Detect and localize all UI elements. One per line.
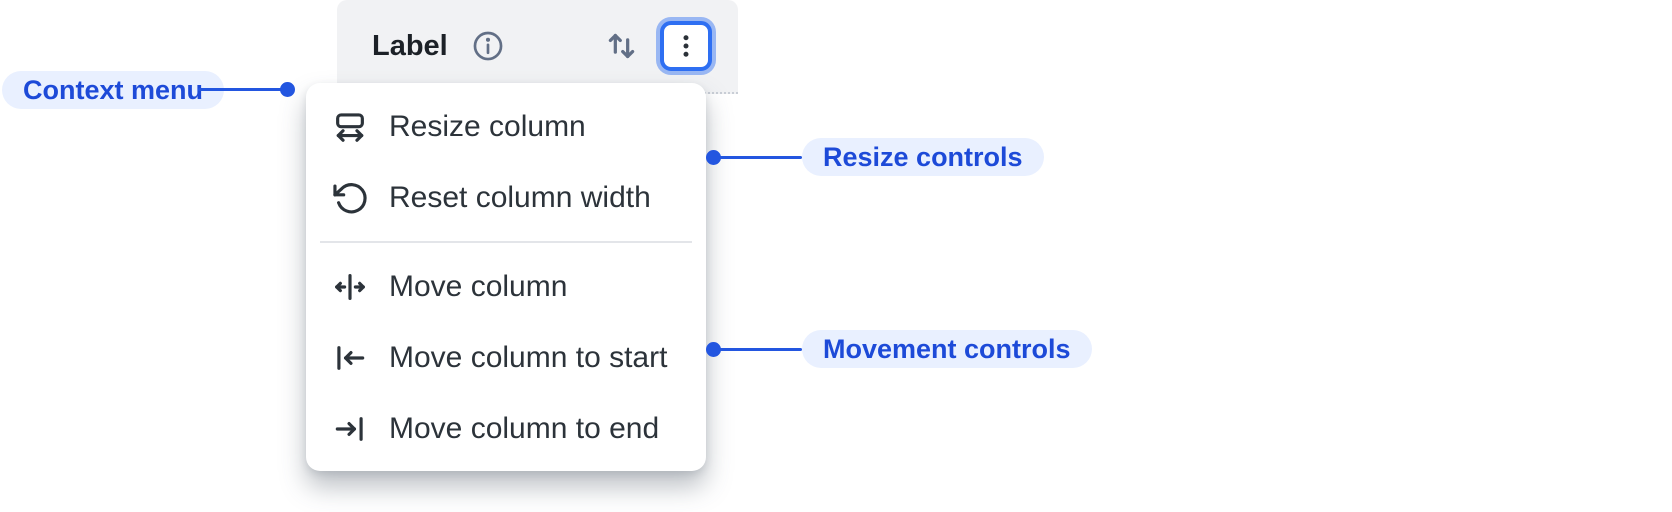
menu-item-label: Move column to start xyxy=(389,340,668,374)
menu-item-label: Move column xyxy=(389,269,568,303)
menu-item-move-column-to-end[interactable]: Move column to end xyxy=(306,393,706,464)
annotation-dot-resize-controls xyxy=(706,150,721,165)
rotate-ccw-icon xyxy=(331,179,369,217)
kebab-menu-icon xyxy=(671,31,701,61)
annotation-line-movement-controls xyxy=(713,348,802,351)
annotation-dot-movement-controls xyxy=(706,342,721,357)
menu-item-move-column-to-start[interactable]: Move column to start xyxy=(306,322,706,393)
column-context-menu: Resize column Reset column width xyxy=(306,83,706,471)
move-to-end-icon xyxy=(331,410,369,448)
annotation-line-resize-controls xyxy=(713,156,802,159)
annotation-line-context-menu xyxy=(198,88,284,91)
sort-arrows-icon[interactable] xyxy=(603,27,640,65)
annotation-label: Movement controls xyxy=(823,333,1071,364)
menu-item-label: Reset column width xyxy=(389,180,651,214)
column-header-label: Label xyxy=(372,29,448,62)
annotation-context-menu: Context menu xyxy=(2,71,225,109)
menu-item-move-column[interactable]: Move column xyxy=(306,251,706,322)
column-more-button[interactable] xyxy=(660,21,712,71)
info-icon[interactable] xyxy=(471,29,505,63)
annotation-label: Resize controls xyxy=(823,141,1023,172)
menu-item-resize-column[interactable]: Resize column xyxy=(306,91,706,162)
menu-item-label: Move column to end xyxy=(389,411,660,445)
annotation-resize-controls: Resize controls xyxy=(802,138,1044,176)
menu-divider xyxy=(320,241,692,243)
annotation-movement-controls: Movement controls xyxy=(802,330,1092,368)
resize-column-icon xyxy=(331,108,369,146)
move-horizontal-icon xyxy=(331,268,369,306)
annotation-label: Context menu xyxy=(23,74,204,105)
annotation-dot-context-menu xyxy=(280,82,295,97)
column-header: Label xyxy=(337,0,738,94)
menu-item-reset-column-width[interactable]: Reset column width xyxy=(306,162,706,233)
move-to-start-icon xyxy=(331,339,369,377)
menu-item-label: Resize column xyxy=(389,109,586,143)
